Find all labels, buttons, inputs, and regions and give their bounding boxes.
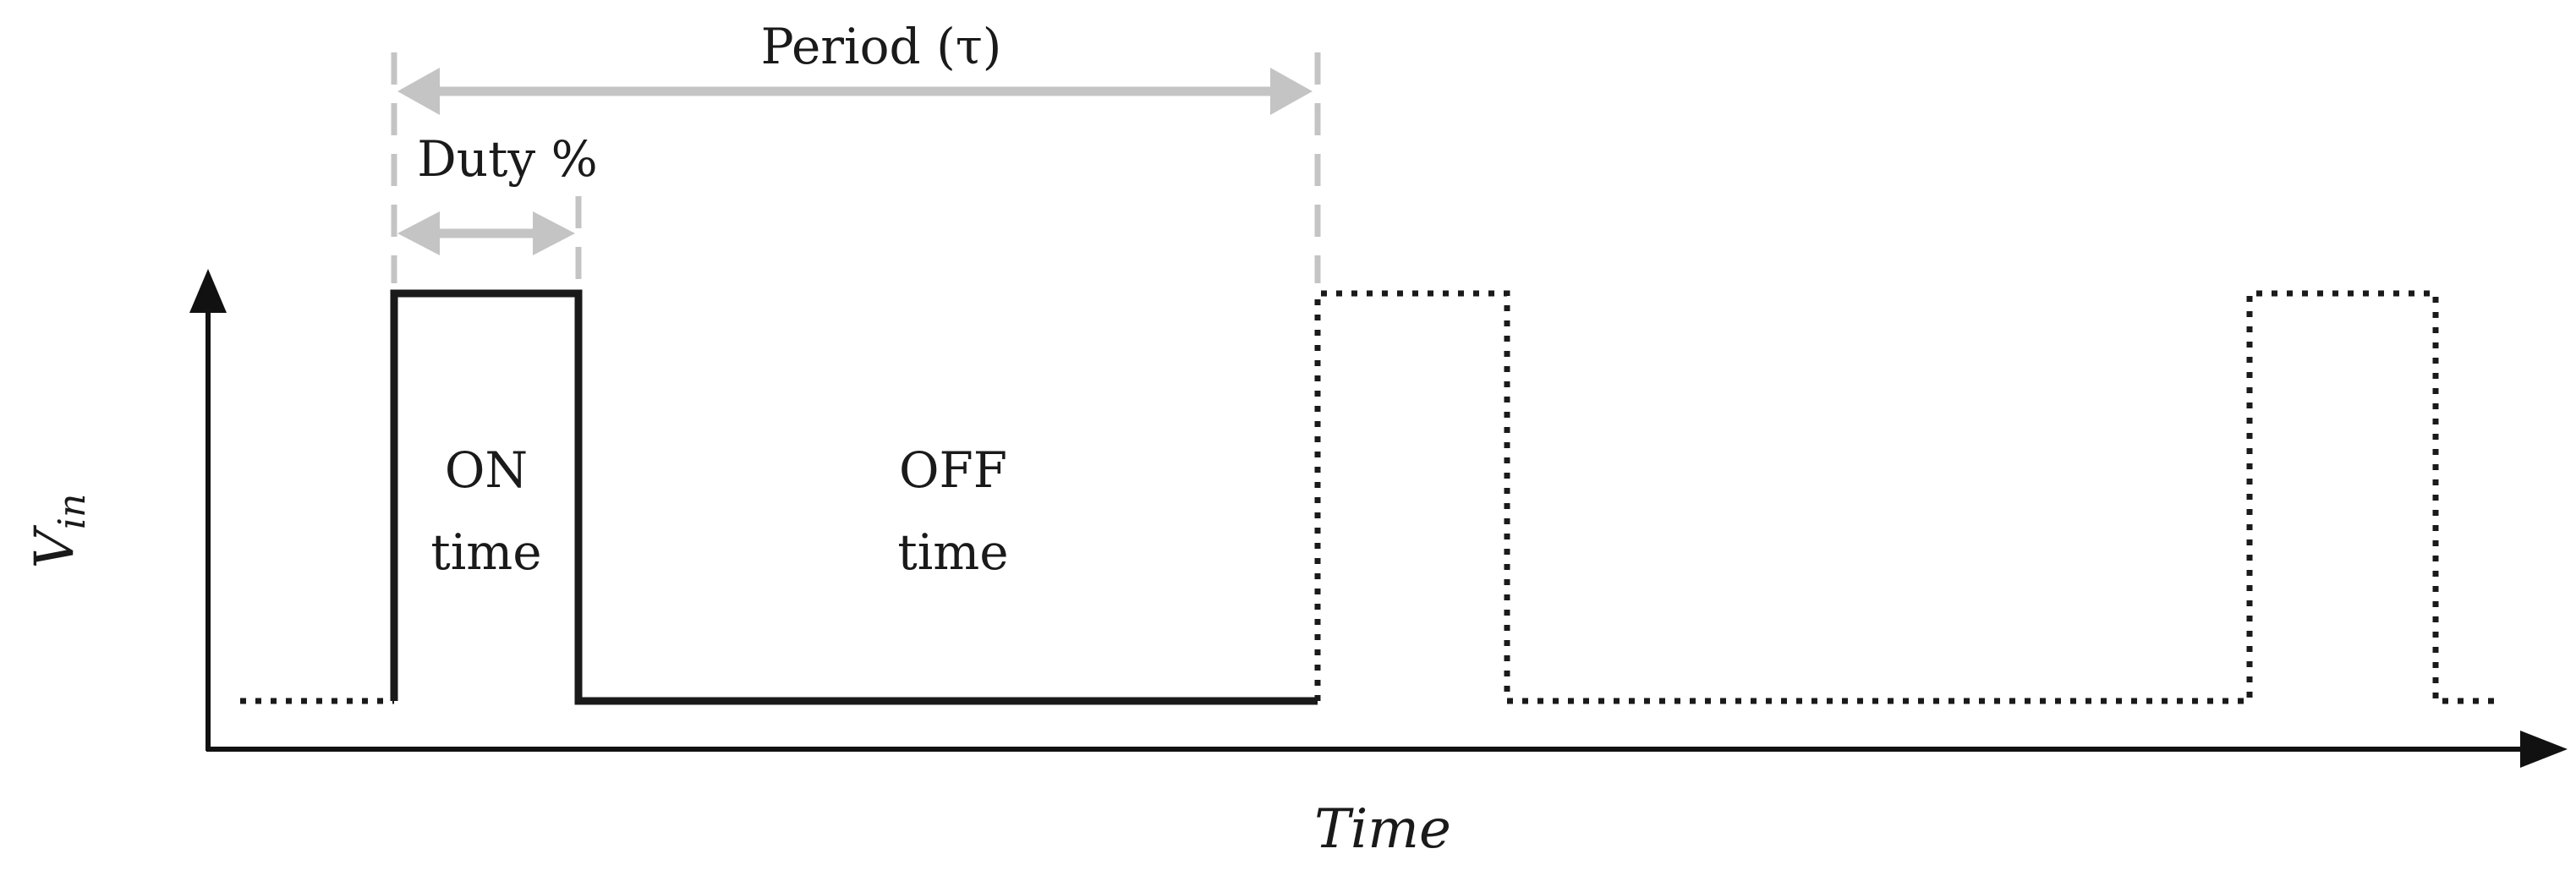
signal-following-periods-dotted [1314,290,2503,704]
svg-text:Vin: Vin [24,494,94,569]
y-axis-arrowhead [189,269,227,313]
x-axis-label: Time [1314,798,1451,861]
off-label-line1: OFF [899,441,1007,499]
duty-label: Duty % [417,130,597,188]
on-label-line2: time [430,523,541,581]
period-label: Period (τ) [761,18,1002,75]
on-label-line1: ON [445,441,528,499]
x-axis-arrowhead [2520,731,2568,768]
duty-arrow [397,211,575,255]
y-axis-label-main: V [24,524,86,568]
y-axis-label: Vin [24,494,94,569]
y-axis-label-sub: in [51,494,94,529]
dimension-guides [391,52,1321,283]
period-arrow [397,68,1313,115]
off-label-line2: time [897,523,1008,581]
signal-one-period [390,289,1318,705]
